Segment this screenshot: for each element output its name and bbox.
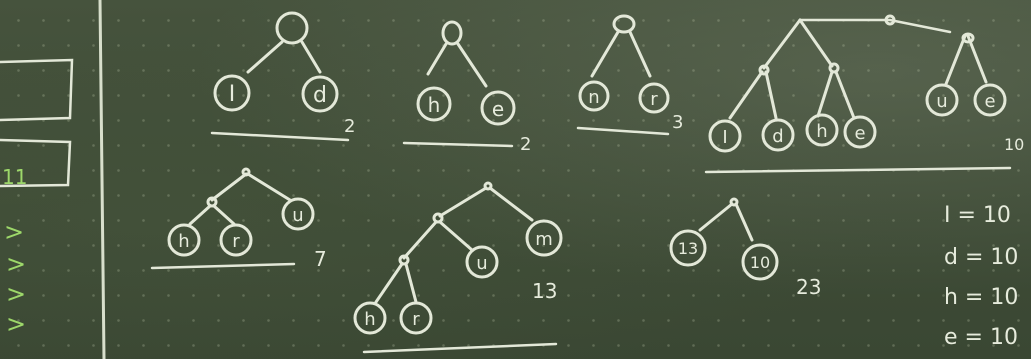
code-row: e = 10 bbox=[944, 325, 1018, 350]
tree-6: h r u m 13 bbox=[353, 181, 563, 354]
tree-2: h e 2 bbox=[402, 20, 531, 155]
leaf-label: e bbox=[492, 97, 504, 121]
margin-mark: > bbox=[6, 250, 26, 278]
leaf-label: 10 bbox=[750, 253, 770, 272]
leaf-label: e bbox=[984, 91, 995, 112]
code-table: I = 10 d = 10 h = 10 e = 10 bbox=[944, 203, 1018, 350]
tree-3: n r 3 bbox=[576, 14, 683, 136]
code-row: d = 10 bbox=[944, 245, 1018, 270]
tree-4: I d h e u e 10 bbox=[704, 14, 1024, 174]
tree-weight: 2 bbox=[344, 116, 355, 137]
leaf-label: h bbox=[428, 93, 441, 117]
margin-count: 11 bbox=[2, 165, 27, 189]
leaf-label: d bbox=[772, 126, 783, 147]
leaf-label: u bbox=[292, 205, 303, 226]
leaf-label: m bbox=[535, 229, 553, 250]
leaf-label: h bbox=[178, 231, 189, 252]
margin-mark: > bbox=[6, 280, 26, 308]
leaf-label: I bbox=[722, 127, 727, 148]
tree-weight: 23 bbox=[796, 275, 821, 299]
tree-weight: 10 bbox=[1004, 135, 1024, 154]
tree-7: 13 10 23 bbox=[669, 197, 821, 299]
leaf-label: h bbox=[364, 309, 375, 330]
leaf-label: r bbox=[412, 309, 420, 330]
tree-weight: 13 bbox=[532, 279, 557, 303]
leaf-label: I bbox=[229, 82, 236, 107]
leaf-label: u bbox=[936, 91, 947, 112]
leaf-label: r bbox=[232, 231, 240, 252]
leaf-label: n bbox=[588, 87, 599, 108]
tree-weight: 3 bbox=[672, 112, 683, 133]
margin-mark: > bbox=[6, 310, 26, 338]
tree-weight: 2 bbox=[520, 134, 531, 155]
leaf-label: e bbox=[854, 123, 865, 144]
code-row: I = 10 bbox=[944, 203, 1011, 228]
leaf-label: d bbox=[313, 83, 327, 108]
left-margin: 11 > > > > bbox=[0, 0, 106, 359]
leaf-label: u bbox=[476, 253, 487, 274]
leaf-label: 13 bbox=[678, 239, 698, 258]
tree-1: I d 2 bbox=[210, 11, 355, 142]
tree-weight: 7 bbox=[314, 247, 327, 271]
code-row: h = 10 bbox=[944, 285, 1018, 310]
margin-mark: > bbox=[4, 218, 24, 246]
leaf-label: h bbox=[816, 121, 827, 142]
tree-5: h r u 7 bbox=[150, 167, 327, 271]
leaf-label: r bbox=[650, 89, 658, 110]
